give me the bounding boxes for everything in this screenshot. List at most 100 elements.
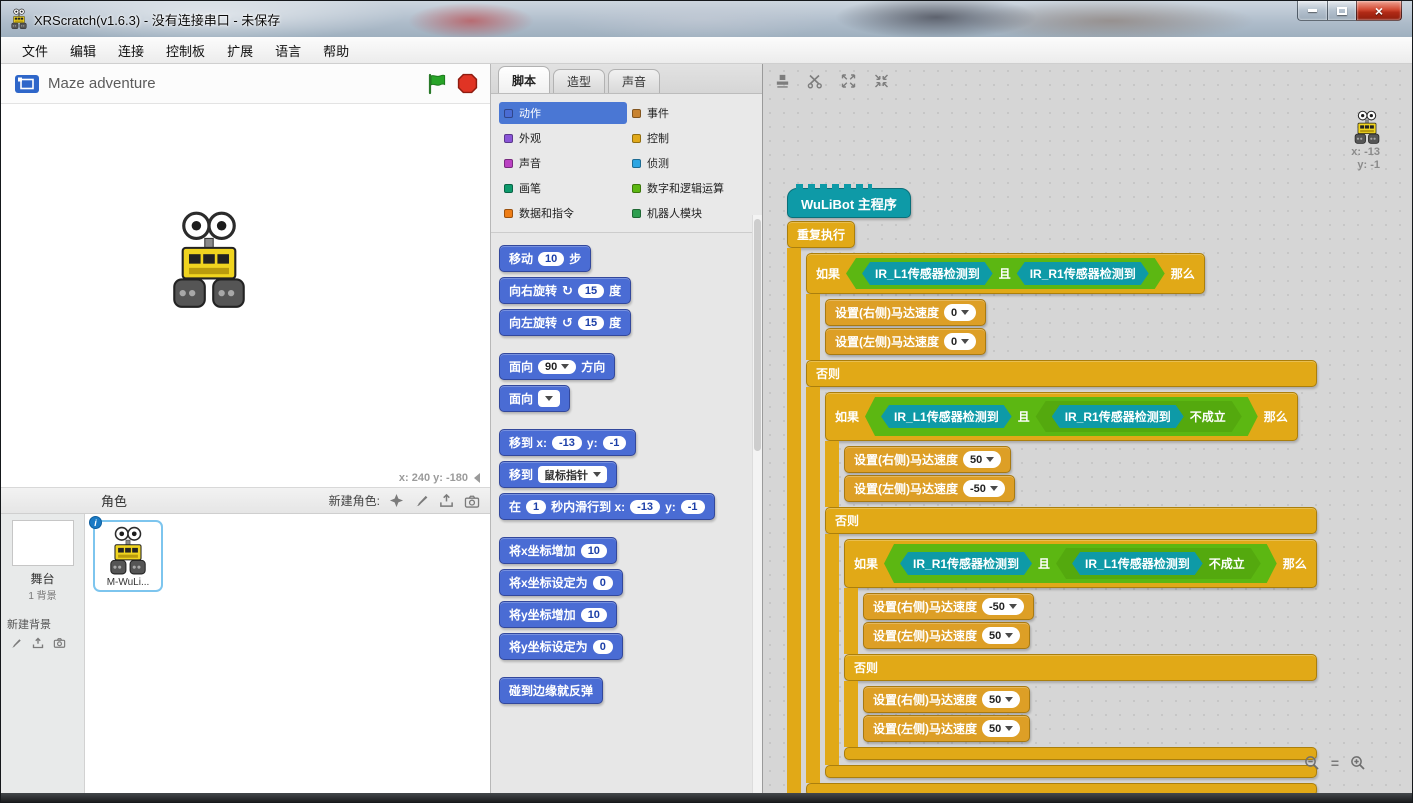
tab-0[interactable]: 脚本	[498, 66, 551, 93]
number-input[interactable]: 10	[580, 607, 607, 622]
paint-brush-icon[interactable]	[413, 493, 430, 508]
stage-canvas[interactable]	[1, 104, 490, 469]
stop-button[interactable]	[457, 73, 478, 94]
category-item-3[interactable]: 画笔	[499, 177, 627, 199]
number-input[interactable]: -13	[552, 435, 582, 450]
menu-item-6[interactable]: 帮助	[323, 43, 350, 59]
shrink-icon[interactable]	[872, 72, 890, 89]
forever-block[interactable]: 重复执行 如果 IR_L1传感器检测到 且 IR_R1传感器检测到	[787, 221, 1317, 793]
number-input[interactable]: 10	[580, 543, 607, 558]
set-left-motor-block-1[interactable]: 设置(左侧)马达速度 0	[825, 328, 987, 355]
category-item-7[interactable]: 侦测	[627, 152, 758, 174]
scrollbar-thumb[interactable]	[754, 219, 761, 451]
category-item-8[interactable]: 数字和逻辑运算	[627, 177, 758, 199]
tab-1[interactable]: 造型	[553, 69, 606, 93]
set-left-motor-block-3[interactable]: 设置(左侧)马达速度 50	[863, 622, 1031, 649]
menu-item-1[interactable]: 编辑	[70, 43, 97, 59]
tab-2[interactable]: 声音	[608, 69, 661, 93]
camera-icon[interactable]	[463, 493, 480, 508]
number-input[interactable]: 0	[592, 575, 613, 590]
zoom-reset-button[interactable]: =	[1330, 755, 1339, 771]
minimize-button[interactable]	[1297, 1, 1327, 21]
speed-dropdown[interactable]: -50	[982, 598, 1024, 615]
set-right-motor-block-4[interactable]: 设置(右侧)马达速度 50	[863, 686, 1031, 713]
if-else-block-outer[interactable]: 如果 IR_L1传感器检测到 且 IR_R1传感器检测到 那么	[806, 253, 1317, 793]
close-button[interactable]: ×	[1356, 1, 1402, 21]
menu-item-3[interactable]: 控制板	[166, 43, 206, 59]
menu-item-0[interactable]: 文件	[22, 43, 49, 59]
sprite-library-icon[interactable]	[388, 493, 405, 508]
menu-item-4[interactable]: 扩展	[227, 43, 254, 59]
menu-item-2[interactable]: 连接	[118, 43, 145, 59]
category-item-2[interactable]: 声音	[499, 152, 627, 174]
robot-sprite[interactable]	[171, 210, 247, 311]
sprite-info-icon[interactable]: i	[89, 516, 102, 529]
number-input[interactable]: 15	[577, 315, 605, 330]
set-right-motor-block-3[interactable]: 设置(右侧)马达速度 -50	[863, 593, 1034, 620]
number-input[interactable]: -13	[630, 499, 661, 514]
number-input[interactable]: 10	[538, 251, 565, 266]
set-left-motor-block-2[interactable]: 设置(左侧)马达速度 -50	[844, 475, 1015, 502]
stamp-icon[interactable]	[773, 72, 791, 89]
speed-dropdown[interactable]: 50	[982, 720, 1021, 737]
sensor-block-ir-l1[interactable]: IR_L1传感器检测到	[862, 262, 993, 285]
category-item-6[interactable]: 控制	[627, 127, 758, 149]
number-input[interactable]: -1	[602, 435, 627, 450]
speed-dropdown[interactable]: 50	[963, 451, 1002, 468]
palette-block-6[interactable]: 移到鼠标指针	[499, 461, 618, 488]
not-operator-block[interactable]: IR_R1传感器检测到 不成立	[1036, 401, 1242, 432]
category-item-9[interactable]: 机器人模块	[627, 202, 758, 224]
speed-dropdown[interactable]: 50	[982, 627, 1021, 644]
sensor-block-ir-l1[interactable]: IR_L1传感器检测到	[1072, 552, 1203, 575]
number-input[interactable]: 0	[592, 639, 613, 654]
scissors-icon[interactable]	[806, 72, 824, 89]
number-input[interactable]: 1	[526, 499, 547, 514]
if-else-block-inner[interactable]: 如果 IR_R1传感器检测到 且 IR_L1传感器检测到 不成立	[844, 539, 1317, 760]
dropdown-menu[interactable]: 鼠标指针	[538, 466, 608, 483]
category-item-1[interactable]: 外观	[499, 127, 627, 149]
grow-icon[interactable]	[839, 72, 857, 89]
palette-block-12[interactable]: 碰到边缘就反弹	[499, 677, 604, 704]
category-item-5[interactable]: 事件	[627, 102, 758, 124]
palette-block-4[interactable]: 面向	[499, 385, 571, 412]
collapse-stage-arrow-icon[interactable]	[474, 473, 480, 483]
set-left-motor-block-4[interactable]: 设置(左侧)马达速度 50	[863, 715, 1031, 742]
and-operator-block[interactable]: IR_L1传感器检测到 且 IR_R1传感器检测到	[846, 258, 1165, 289]
and-operator-block[interactable]: IR_L1传感器检测到 且 IR_R1传感器检测到 不成立	[865, 397, 1258, 436]
number-input[interactable]: 15	[577, 283, 605, 298]
dropdown-input[interactable]: 90	[538, 359, 577, 374]
dropdown-menu[interactable]	[538, 390, 561, 407]
maximize-button[interactable]	[1327, 1, 1356, 21]
palette-scrollbar[interactable]	[752, 215, 762, 793]
title-bar[interactable]: XRScratch(v1.6.3) - 没有连接串口 - 未保存 ×	[1, 1, 1412, 37]
sensor-block-ir-r1[interactable]: IR_R1传感器检测到	[1052, 405, 1184, 428]
speed-dropdown[interactable]: 0	[944, 304, 977, 321]
camera-backdrop-icon[interactable]	[51, 635, 68, 650]
category-item-0[interactable]: 动作	[499, 102, 627, 124]
and-operator-block[interactable]: IR_R1传感器检测到 且 IR_L1传感器检测到 不成立	[884, 544, 1277, 583]
speed-dropdown[interactable]: 0	[944, 333, 977, 350]
sprite-thumbnail-selected[interactable]: i M-WuLi...	[89, 516, 163, 592]
scripts-area[interactable]: x: -13 y: -1 WuLiBot 主程序 重复执行 如果 IR_L1	[763, 64, 1412, 793]
stage-size-toggle-icon[interactable]	[15, 74, 39, 93]
speed-dropdown[interactable]: -50	[963, 480, 1005, 497]
set-right-motor-block-2[interactable]: 设置(右侧)马达速度 50	[844, 446, 1012, 473]
sensor-block-ir-r1[interactable]: IR_R1传感器检测到	[1017, 262, 1149, 285]
upload-sprite-icon[interactable]	[438, 493, 455, 508]
zoom-in-button[interactable]	[1350, 755, 1366, 771]
hat-block-wulibot-main[interactable]: WuLiBot 主程序	[787, 184, 911, 218]
speed-dropdown[interactable]: 50	[982, 691, 1021, 708]
upload-backdrop-icon[interactable]	[29, 635, 46, 650]
not-operator-block[interactable]: IR_L1传感器检测到 不成立	[1056, 548, 1261, 579]
set-right-motor-block-1[interactable]: 设置(右侧)马达速度 0	[825, 299, 987, 326]
